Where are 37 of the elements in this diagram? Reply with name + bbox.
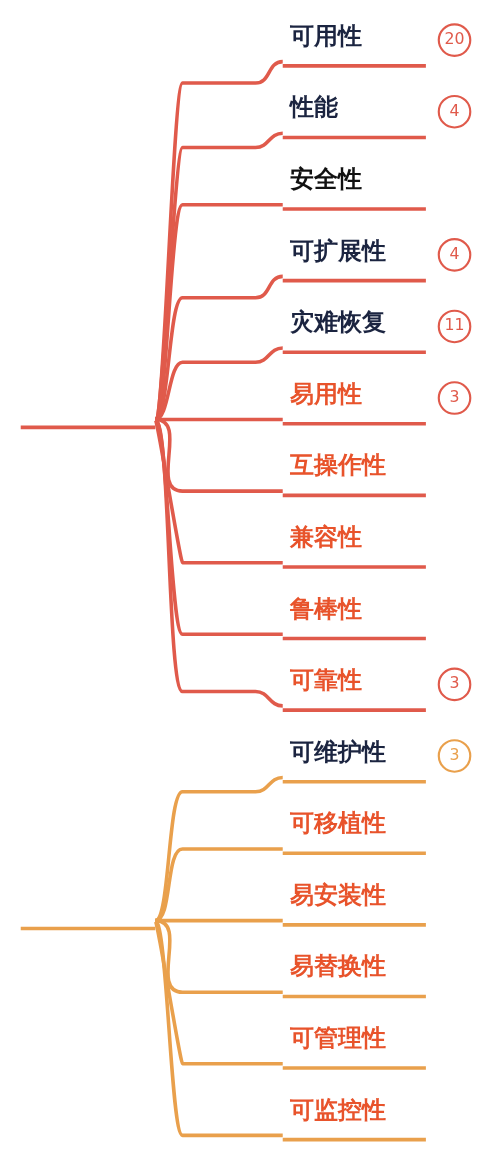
connector — [153, 202, 283, 421]
node-text: 可移植性 — [289, 808, 386, 838]
node-text: 易替换性 — [289, 951, 386, 981]
node-text: 鲁棒性 — [289, 593, 362, 623]
node-text: 灾难恢复 — [289, 307, 386, 337]
connector — [153, 920, 283, 1066]
node-label: 4 — [449, 100, 460, 120]
node-text: 可监控性 — [289, 1094, 386, 1124]
connector — [153, 418, 283, 637]
node-line — [20, 926, 155, 931]
connector — [154, 847, 283, 923]
connector — [153, 919, 283, 1138]
connector — [153, 418, 283, 565]
connector — [153, 131, 283, 421]
node-text: 可扩展性 — [289, 235, 386, 265]
node-label: 20 — [444, 29, 465, 49]
node-text: 易安装性 — [289, 879, 386, 909]
node-text: 互操作性 — [289, 450, 386, 480]
connector — [153, 418, 283, 708]
node-text: 可维护性 — [289, 736, 386, 766]
node-text: 可用性 — [289, 20, 362, 50]
node-text: 易用性 — [289, 378, 362, 408]
connector — [153, 59, 283, 421]
node-text: 兼容性 — [289, 521, 362, 551]
connector — [153, 274, 283, 421]
connector — [153, 775, 283, 923]
node-line — [20, 425, 155, 430]
node-text: 性能 — [289, 92, 338, 122]
node-label: 11 — [444, 315, 465, 335]
node-text: 可管理性 — [289, 1023, 386, 1053]
node-label: 3 — [449, 744, 460, 764]
connector — [154, 918, 283, 994]
node-label: 3 — [449, 387, 460, 407]
node-text: 可靠性 — [289, 665, 362, 695]
node-text: 安全性 — [289, 164, 362, 194]
node-label: 3 — [449, 673, 460, 693]
node-label: 4 — [449, 243, 460, 263]
